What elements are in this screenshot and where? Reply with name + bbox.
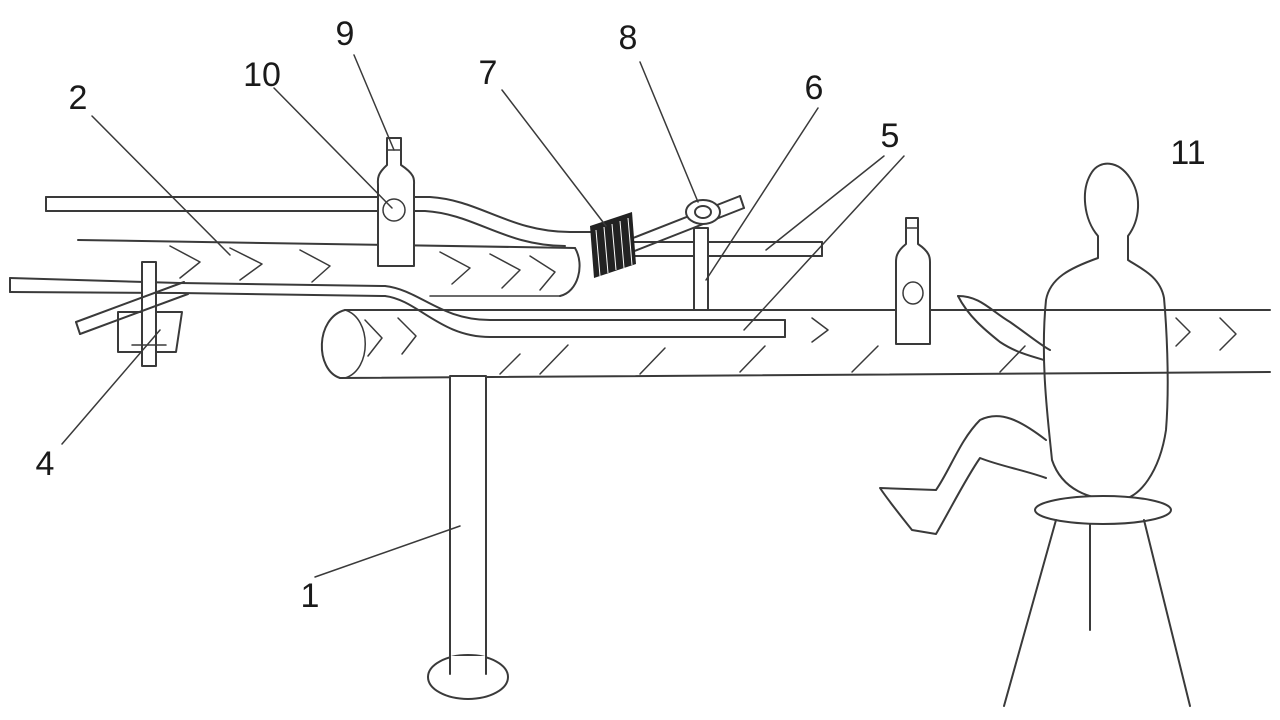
worker-11 [879, 162, 1169, 535]
label-9: 9 [336, 15, 355, 53]
bottle-9 [376, 137, 416, 267]
label-4: 4 [36, 445, 55, 483]
transfer-guide [384, 285, 786, 338]
brush-7 [590, 212, 636, 278]
label-2: 2 [69, 79, 88, 117]
clamp-4 [75, 261, 189, 367]
number-labels: 1 2 4 5 6 7 8 9 10 11 [36, 15, 1206, 615]
leg-1 [427, 375, 509, 700]
support-post-6 [693, 227, 709, 311]
label-7: 7 [479, 54, 498, 92]
upper-conveyor [9, 239, 581, 297]
label-5: 5 [881, 117, 900, 155]
top-guide-rail [45, 196, 613, 247]
brush-arm-8 [627, 195, 745, 253]
stool [1003, 495, 1191, 707]
bottle-right [895, 217, 931, 345]
label-10: 10 [243, 56, 281, 94]
label-8: 8 [619, 19, 638, 57]
label-11: 11 [1170, 134, 1205, 172]
main-conveyor [320, 309, 1271, 379]
leader-lines [61, 54, 905, 578]
label-6: 6 [805, 69, 824, 107]
guide-rail-5 [611, 241, 823, 257]
label-1: 1 [301, 577, 320, 615]
